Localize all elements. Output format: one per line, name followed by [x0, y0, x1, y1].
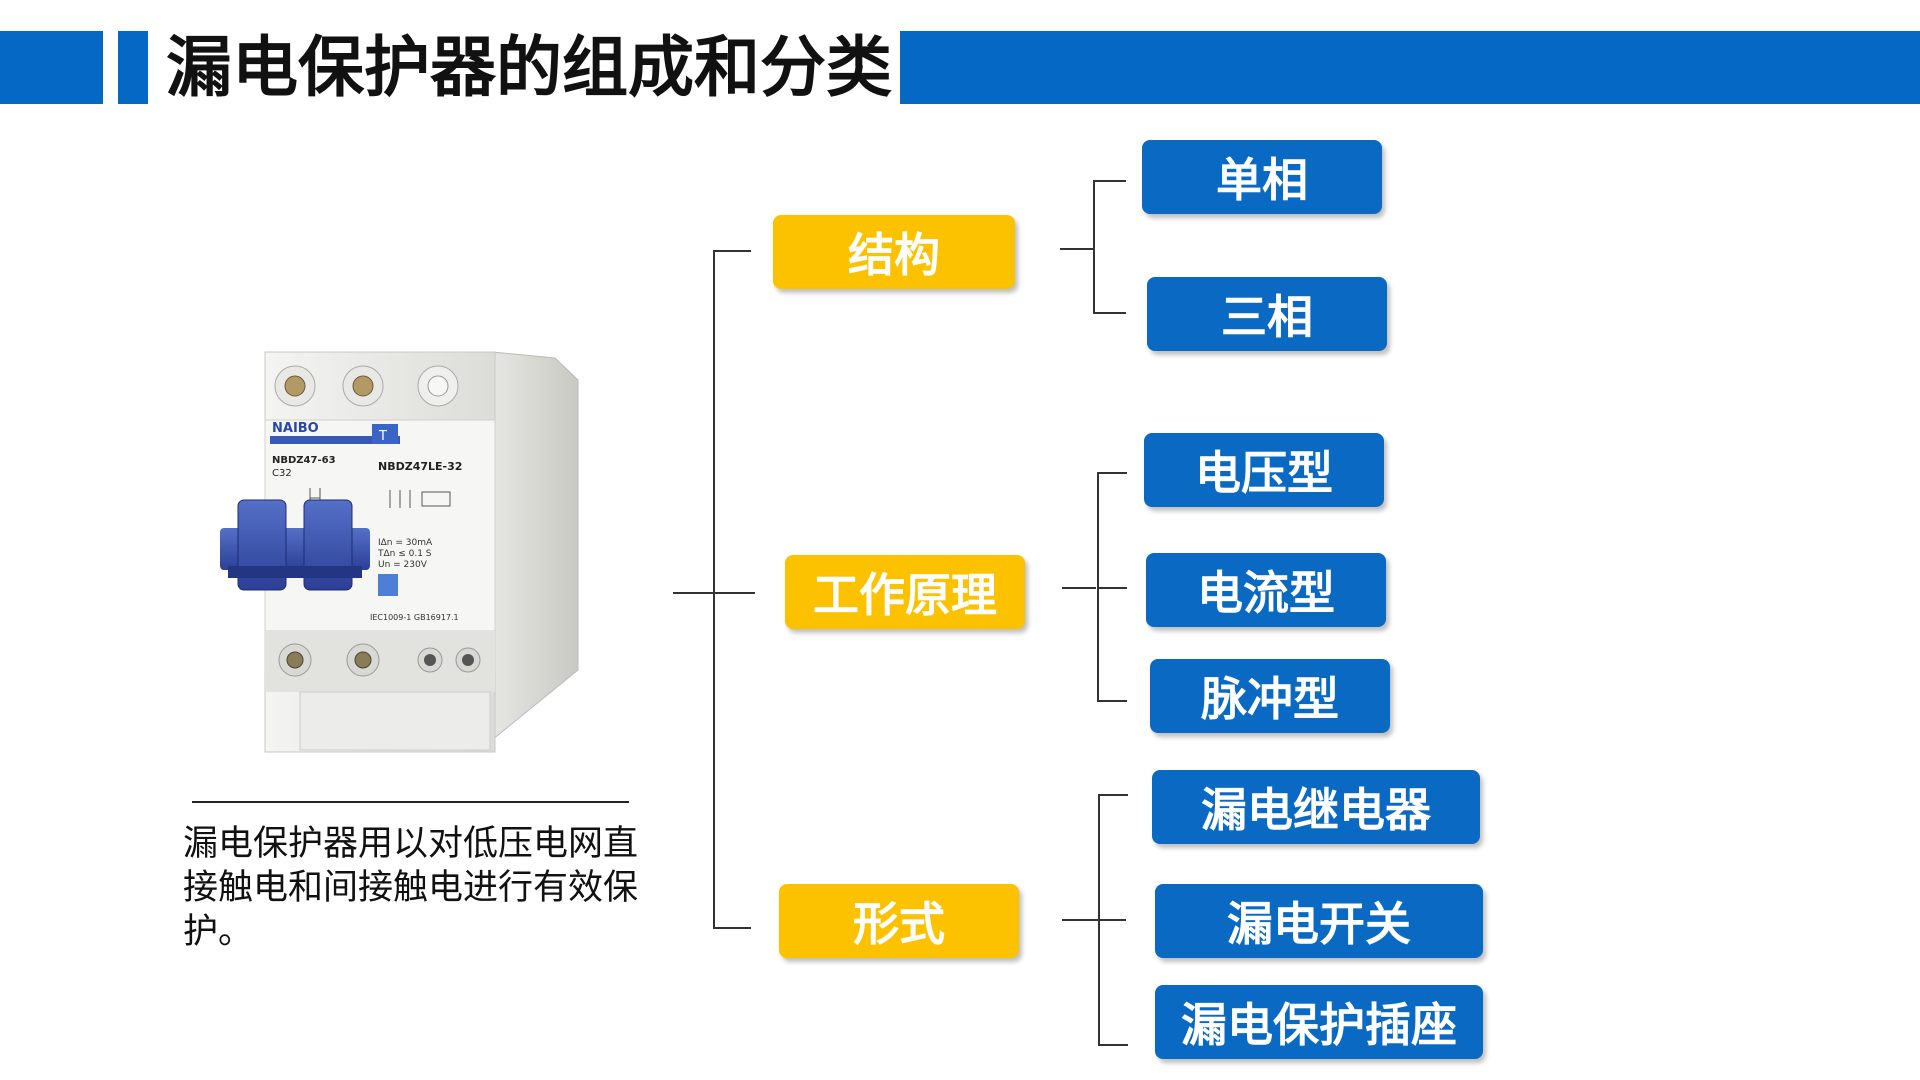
page-title: 漏电保护器的组成和分类 [166, 29, 892, 106]
device-left-model: NBDZ47-63 [272, 455, 336, 466]
device-brand: NAIBO [272, 421, 319, 436]
bracket-form-arm-3 [1098, 1044, 1128, 1046]
header-bar-accent [118, 31, 148, 104]
device-residual-current: IΔn = 30mA [378, 538, 433, 548]
header-bar-right [900, 31, 1920, 104]
bracket-structure-arm-2 [1093, 312, 1126, 314]
device-voltage: Un = 230V [378, 560, 428, 570]
main-bracket-arm-1 [713, 250, 751, 252]
device-test-button: T [378, 429, 387, 444]
description-text: 漏电保护器用以对低压电网直接触电和间接触电进行有效保护。 [183, 824, 639, 952]
subtype-three-phase: 三相 [1147, 277, 1387, 351]
device-trip-time: TΔn ≤ 0.1 S [377, 549, 432, 559]
description-divider [192, 801, 629, 803]
category-structure: 结构 [773, 215, 1015, 289]
subtype-single-phase: 单相 [1142, 140, 1382, 214]
subtype-pulse-type: 脉冲型 [1150, 659, 1390, 733]
category-working-principle: 工作原理 [785, 555, 1025, 629]
main-bracket-vertical [713, 250, 715, 929]
subtype-voltage-type: 电压型 [1144, 433, 1384, 507]
subtype-protective-socket: 漏电保护插座 [1155, 985, 1483, 1059]
bracket-principle-arm-2 [1097, 587, 1127, 589]
bracket-principle-stem [1062, 587, 1096, 589]
header-bar-left [0, 31, 103, 104]
leakage-breaker-image: NAIBO NBDZ47-63 C32 T NBDZ47LE-32 IΔn = … [220, 351, 579, 753]
bracket-principle-arm-3 [1097, 700, 1127, 702]
device-right-model: NBDZ47LE-32 [378, 460, 462, 473]
subtype-leakage-switch: 漏电开关 [1155, 884, 1483, 958]
main-bracket-arm-3 [713, 927, 751, 929]
bracket-structure-stem [1060, 248, 1094, 250]
device-standards: IEC1009-1 GB16917.1 [370, 613, 459, 622]
category-form: 形式 [779, 884, 1019, 958]
bracket-form-vertical [1098, 794, 1100, 1046]
subtype-leakage-relay: 漏电继电器 [1152, 770, 1480, 844]
bracket-structure-vertical [1093, 180, 1095, 314]
bracket-form-arm-1 [1098, 794, 1128, 796]
bracket-structure-arm-1 [1093, 180, 1126, 182]
subtype-current-type: 电流型 [1146, 553, 1386, 627]
device-left-rating: C32 [272, 468, 292, 479]
bracket-principle-arm-1 [1097, 472, 1127, 474]
bracket-form-stem [1062, 919, 1126, 921]
